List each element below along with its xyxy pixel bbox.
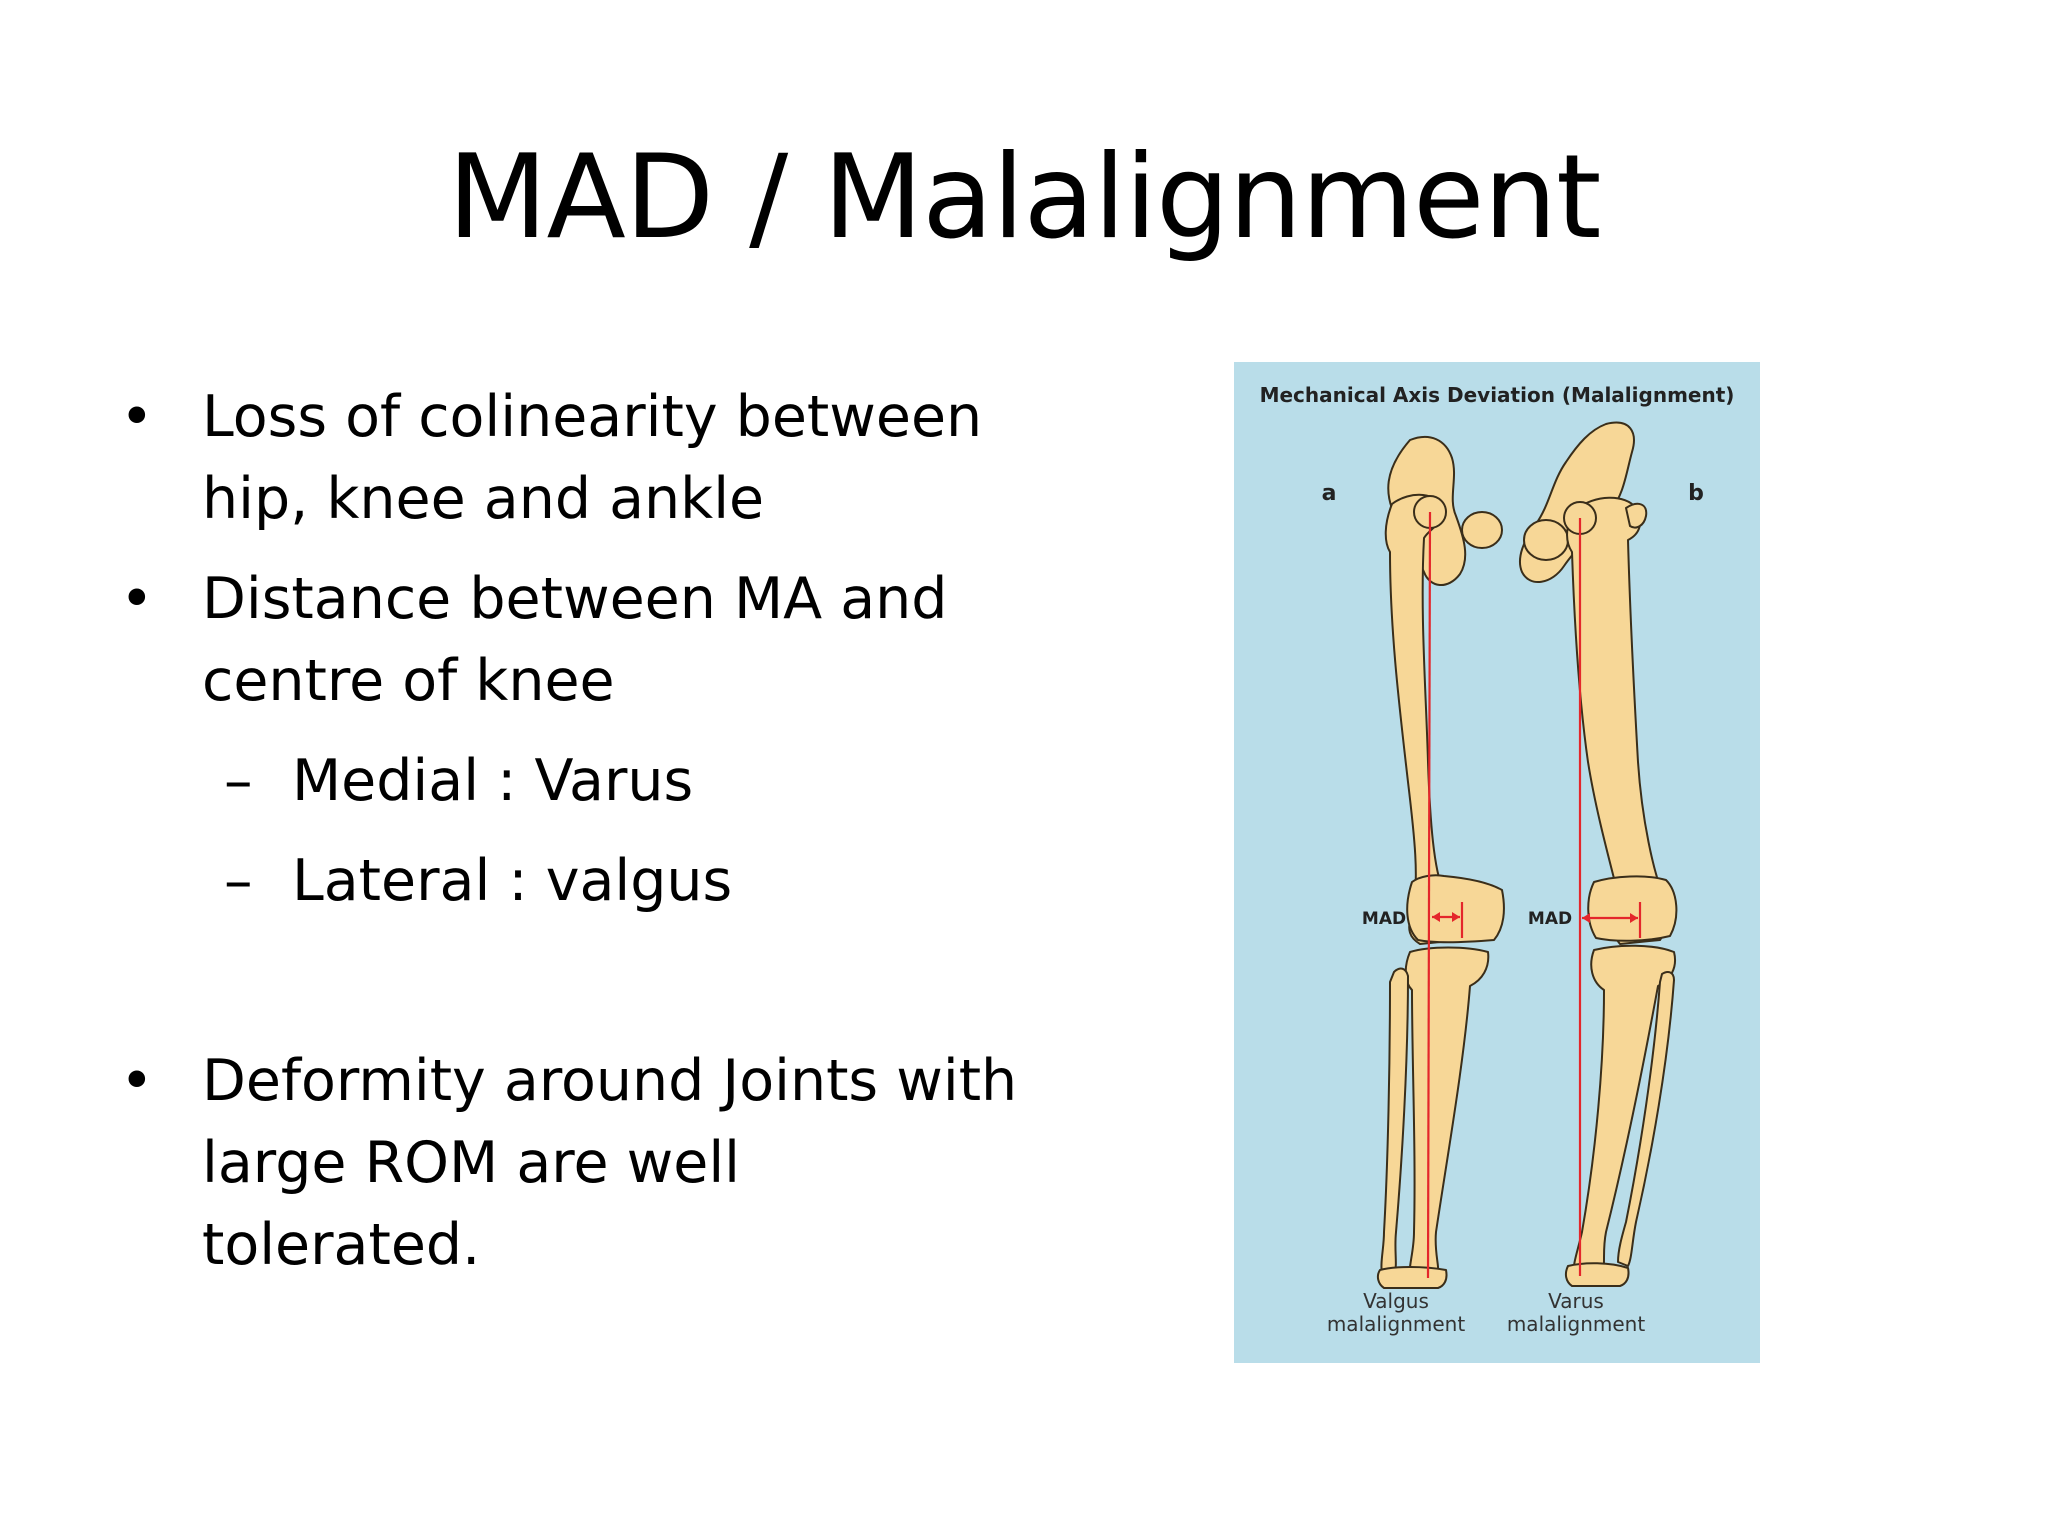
label-b: b bbox=[1688, 481, 1704, 506]
tibia-right-icon bbox=[1572, 944, 1676, 1275]
bullet-text: Loss of colinearity between hip, knee an… bbox=[202, 384, 983, 532]
sub-bullet-item: – Medial : Varus bbox=[120, 740, 1020, 822]
fibula-left-icon bbox=[1380, 967, 1409, 1275]
caption-right-line1: Varus bbox=[1548, 1289, 1604, 1313]
sub-bullet-item: – Lateral : valgus bbox=[120, 840, 1020, 922]
bullet-item: • Loss of colinearity between hip, knee … bbox=[120, 376, 1020, 540]
mad-label-right: MAD bbox=[1528, 909, 1572, 929]
trochanter-right-icon bbox=[1625, 502, 1648, 529]
caption-right-line2: malalignment bbox=[1507, 1312, 1645, 1336]
sub-bullet-marker: – bbox=[224, 848, 253, 914]
mad-illustration: Mechanical Axis Deviation (Malalignment)… bbox=[1234, 362, 1760, 1363]
figure-title: Mechanical Axis Deviation (Malalignment) bbox=[1260, 383, 1735, 407]
slide-title: MAD / Malalignment bbox=[447, 130, 1601, 265]
mad-arrowheads-left bbox=[1432, 912, 1460, 922]
sub-bullet-text: Medial : Varus bbox=[292, 748, 694, 814]
caption-left-line1: Valgus bbox=[1363, 1289, 1429, 1313]
bullet-item: • Deformity around Joints with large ROM… bbox=[120, 1040, 1020, 1286]
label-a: a bbox=[1322, 481, 1337, 506]
bullet-marker: • bbox=[120, 384, 154, 450]
ankle-left-icon bbox=[1376, 1266, 1448, 1289]
knee-left-icon bbox=[1406, 874, 1505, 944]
caption-left-line2: malalignment bbox=[1327, 1312, 1465, 1336]
obturator-left-icon bbox=[1461, 511, 1503, 549]
fibula-right-icon bbox=[1617, 971, 1675, 1267]
sub-bullet-text: Lateral : valgus bbox=[292, 848, 733, 914]
bullet-item: • Distance between MA and centre of knee bbox=[120, 558, 1020, 722]
bullet-marker: • bbox=[120, 1048, 154, 1114]
bullet-text: Distance between MA and centre of knee bbox=[202, 566, 948, 714]
knee-right-icon bbox=[1587, 875, 1678, 942]
mad-label-left: MAD bbox=[1362, 909, 1406, 929]
bullet-list: • Loss of colinearity between hip, knee … bbox=[120, 376, 1020, 1286]
ankle-right-icon bbox=[1564, 1262, 1630, 1287]
tibia-left-icon bbox=[1404, 946, 1490, 1277]
obturator-right-icon bbox=[1523, 519, 1569, 561]
bullet-text: Deformity around Joints with large ROM a… bbox=[202, 1048, 1018, 1278]
sub-bullet-marker: – bbox=[224, 748, 253, 814]
bullet-marker: • bbox=[120, 566, 154, 632]
mechanical-axis-left bbox=[1426, 511, 1432, 1279]
